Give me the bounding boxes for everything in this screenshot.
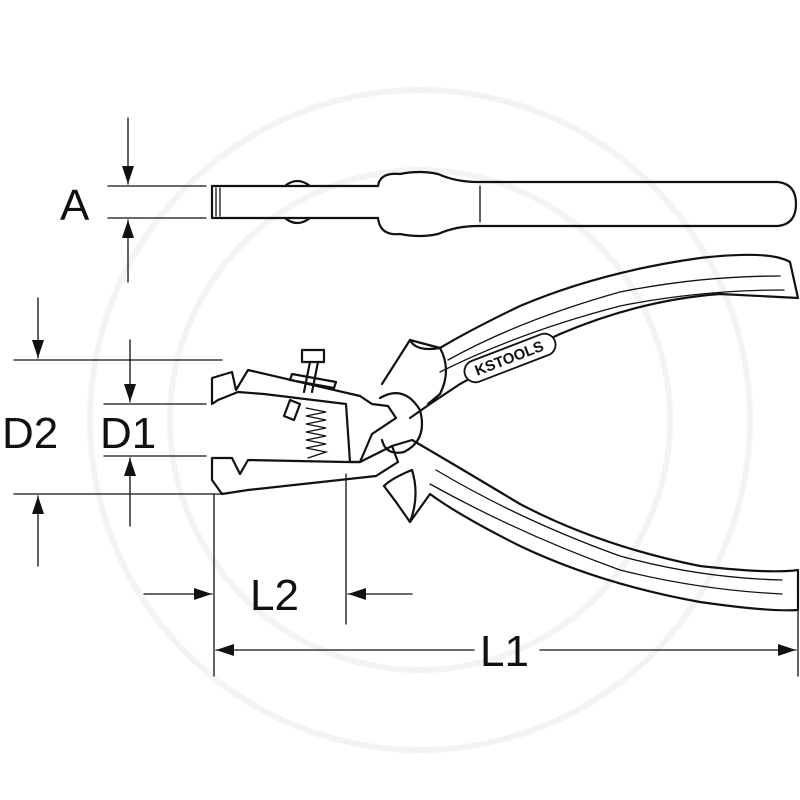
dimension-d2: D2 bbox=[2, 297, 223, 567]
dimension-label-l2: L2 bbox=[250, 571, 299, 620]
dimension-l1: L1 bbox=[215, 595, 799, 677]
brand-logo: KSTOOLS bbox=[463, 332, 557, 384]
dimension-label-a: A bbox=[60, 181, 90, 230]
dimension-label-d2: D2 bbox=[2, 409, 58, 458]
dimension-d1: D1 bbox=[100, 339, 207, 527]
dimension-label-d1: D1 bbox=[100, 409, 156, 458]
dimension-label-l1: L1 bbox=[480, 627, 529, 676]
pliers-side-view bbox=[210, 253, 800, 612]
dimension-l2: L2 bbox=[143, 473, 413, 677]
watermark bbox=[87, 87, 753, 753]
dimension-a: A bbox=[60, 117, 207, 283]
pliers-top-view bbox=[210, 170, 798, 238]
